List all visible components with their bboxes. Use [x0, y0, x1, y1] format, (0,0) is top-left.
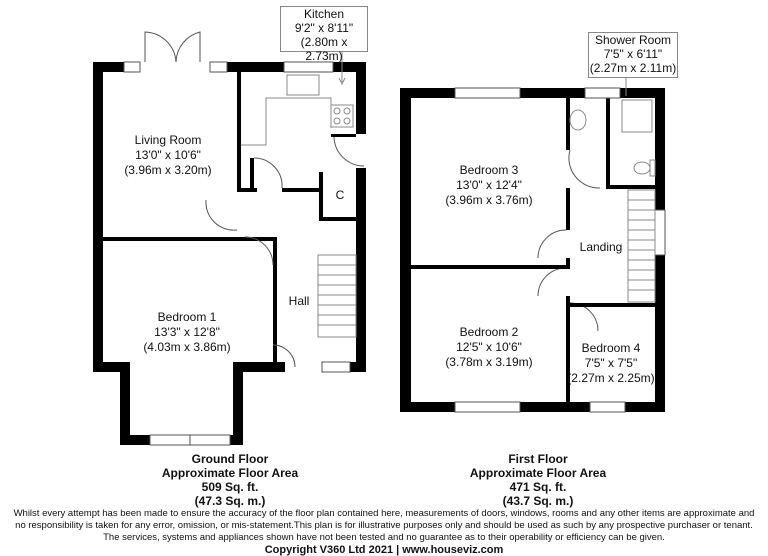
disclaimer-line: no responsibility is taken for any error… — [15, 520, 753, 531]
room-metric: (3.96m x 3.76m) — [445, 193, 533, 207]
room-name: Bedroom 3 — [459, 163, 519, 177]
room-imperial: 12'5" x 10'6" — [456, 340, 522, 354]
first-stairs — [627, 189, 656, 303]
room-imperial: 7'5" x 6'11" — [603, 47, 663, 61]
first-floor-fixtures — [569, 78, 656, 303]
room-metric: (2.80m x 2.73m) — [300, 35, 348, 63]
room-imperial: 7'5" x 7'5" — [584, 356, 638, 370]
ground-floor-walls — [93, 62, 366, 445]
sink-icon — [286, 74, 320, 96]
first-floor-windows — [454, 87, 666, 413]
room-metric: (2.27m x 2.11m) — [589, 61, 677, 75]
room-name: Kitchen — [303, 7, 345, 21]
shower-room-label-box: Shower Room 7'5" x 6'11" (2.27m x 2.11m) — [588, 32, 678, 78]
ground-floor-summary: Ground Floor Approximate Floor Area 509 … — [162, 452, 298, 508]
bedroom-3-label: Bedroom 3 13'0" x 12'4" (3.96m x 3.76m) — [445, 163, 532, 208]
first-floor-walls — [400, 88, 665, 412]
bedroom-2-label: Bedroom 2 12'5" x 10'6" (3.78m x 3.19m) — [445, 325, 532, 370]
room-metric: (3.96m x 3.20m) — [124, 163, 212, 177]
toilet-icon — [633, 161, 651, 175]
living-room-label: Living Room 13'0" x 10'6" (3.96m x 3.20m… — [124, 133, 211, 178]
room-imperial: 13'3" x 12'8" — [154, 325, 220, 339]
area-sqm: (43.7 Sq. m.) — [502, 494, 574, 508]
area-label: Approximate Floor Area — [161, 466, 299, 480]
floor-title: Ground Floor — [191, 452, 269, 466]
area-sqft: 509 Sq. ft. — [201, 480, 259, 494]
shower-tray-icon — [621, 99, 653, 133]
room-name: Bedroom 2 — [459, 325, 519, 339]
area-label: Approximate Floor Area — [469, 466, 607, 480]
hall-label: Hall — [288, 294, 310, 308]
room-imperial: 13'0" x 12'4" — [456, 178, 522, 192]
room-imperial: 13'0" x 10'6" — [135, 148, 201, 162]
area-sqm: (47.3 Sq. m.) — [194, 494, 266, 508]
kitchen-label-box: Kitchen 9'2" x 8'11" (2.80m x 2.73m) — [280, 6, 368, 63]
room-name: Bedroom 4 — [581, 341, 641, 355]
ground-floor-windows — [123, 61, 351, 446]
disclaimer: Whilst every attempt has been made to en… — [0, 508, 768, 556]
disclaimer-line: Whilst every attempt has been made to en… — [13, 508, 755, 519]
kitchen-pointer-arrow — [338, 50, 346, 86]
area-sqft: 471 Sq. ft. — [509, 480, 567, 494]
room-name: Bedroom 1 — [157, 310, 217, 324]
cupboard-label: C — [335, 188, 345, 202]
bedroom-4-label: Bedroom 4 7'5" x 7'5" (2.27m x 2.25m) — [567, 341, 654, 386]
hob-icon — [330, 104, 354, 128]
ground-stairs — [317, 254, 357, 338]
floor-title: First Floor — [508, 452, 568, 466]
kitchen-fixtures — [241, 50, 357, 338]
basin-icon — [569, 109, 587, 131]
room-metric: (3.78m x 3.19m) — [445, 355, 533, 369]
room-name: Shower Room — [594, 33, 672, 47]
bedroom-1-label: Bedroom 1 13'3" x 12'8" (4.03m x 3.86m) — [143, 310, 230, 355]
landing-label: Landing — [579, 240, 623, 254]
room-imperial: 9'2" x 8'11" — [294, 21, 354, 35]
first-floor-summary: First Floor Approximate Floor Area 471 S… — [470, 452, 606, 508]
doors — [144, 31, 601, 368]
copyright: Copyright V360 Ltd 2021 | www.houseviz.c… — [264, 544, 504, 556]
room-name: Living Room — [134, 133, 202, 147]
room-metric: (4.03m x 3.86m) — [143, 340, 231, 354]
room-metric: (2.27m x 2.25m) — [567, 371, 655, 385]
disclaimer-line: The services, systems and appliances sho… — [103, 532, 665, 543]
